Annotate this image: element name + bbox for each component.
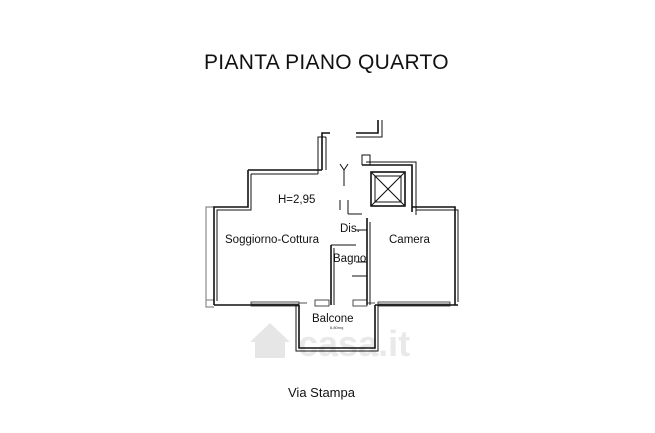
- windows: [250, 299, 451, 307]
- plan-title: PIANTA PIANO QUARTO: [204, 51, 449, 74]
- room-label-bedroom: Camera: [389, 234, 431, 246]
- street-label: Via Stampa: [288, 385, 356, 400]
- height-label: H=2,95: [278, 194, 315, 206]
- entrance-arrow-icon: [339, 163, 349, 178]
- house-icon: [250, 323, 290, 358]
- room-label-bath: Bagno: [333, 253, 366, 265]
- outer-boundary: [205, 206, 214, 308]
- elevator-shaft: [361, 154, 406, 207]
- watermark: casa.it: [250, 323, 410, 364]
- balcony: [295, 305, 379, 352]
- walls: [213, 120, 459, 306]
- watermark-text: casa.it: [298, 323, 410, 364]
- room-label-hall: Dis.: [340, 223, 360, 235]
- room-label-balcony: Balcone: [312, 313, 354, 325]
- room-label-living: Soggiorno-Cottura: [225, 234, 320, 246]
- balcony-area: 6,80mq: [330, 325, 343, 330]
